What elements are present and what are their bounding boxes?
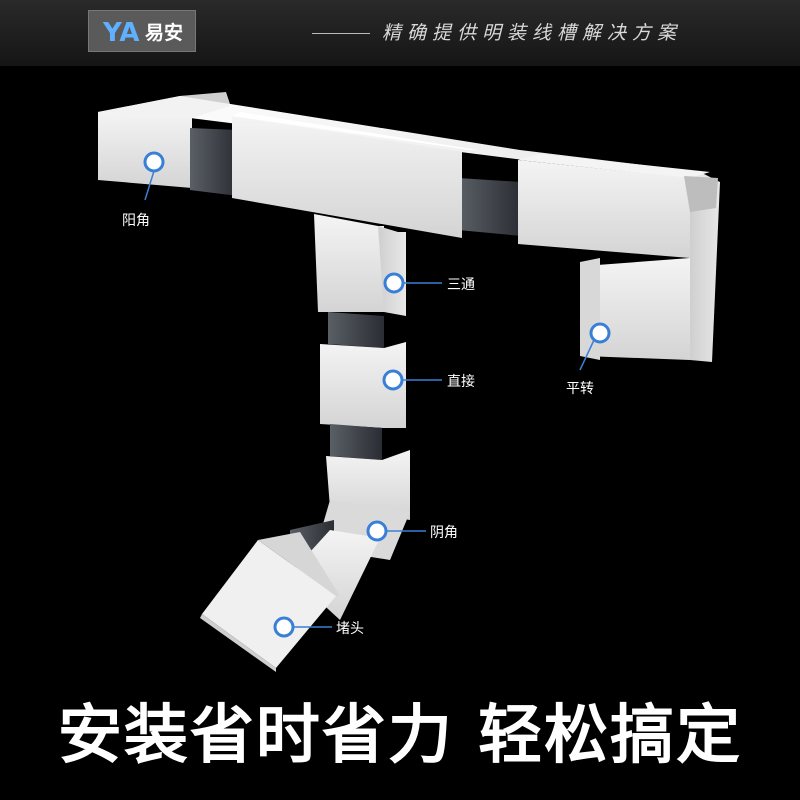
svg-text:YA: YA	[102, 18, 139, 46]
callout-markers	[143, 151, 611, 638]
brand-name: 易安	[144, 21, 183, 44]
brand-logo: YA 易安	[88, 10, 196, 52]
callout-label-yinjiao: 阴角	[430, 525, 458, 541]
callout-marker-yangjiao	[143, 151, 165, 201]
horizontal-trunking	[98, 92, 720, 362]
header-banner: YA 易安 精确提供明装线槽解决方案	[0, 0, 800, 66]
tagline: 精确提供明装线槽解决方案	[382, 22, 683, 44]
callout-label-santong: 三通	[447, 277, 475, 293]
tagline-dash	[312, 33, 370, 34]
callout-label-zhijie: 直接	[447, 374, 475, 390]
callout-marker-dutou	[273, 616, 332, 638]
callout-marker-yinjiao	[366, 520, 426, 542]
callout-marker-pingzhuan	[579, 322, 611, 371]
ya-logo-icon: YA	[102, 18, 139, 46]
vertical-trunking	[200, 214, 410, 672]
callout-label-pingzhuan: 平转	[566, 381, 594, 397]
callout-label-yangjiao: 阳角	[122, 213, 150, 229]
callout-marker-santong	[383, 272, 442, 294]
callout-marker-zhijie	[382, 369, 442, 391]
callout-label-dutou: 堵头	[336, 621, 364, 637]
slogan: 安装省时省力 轻松搞定	[57, 699, 743, 773]
